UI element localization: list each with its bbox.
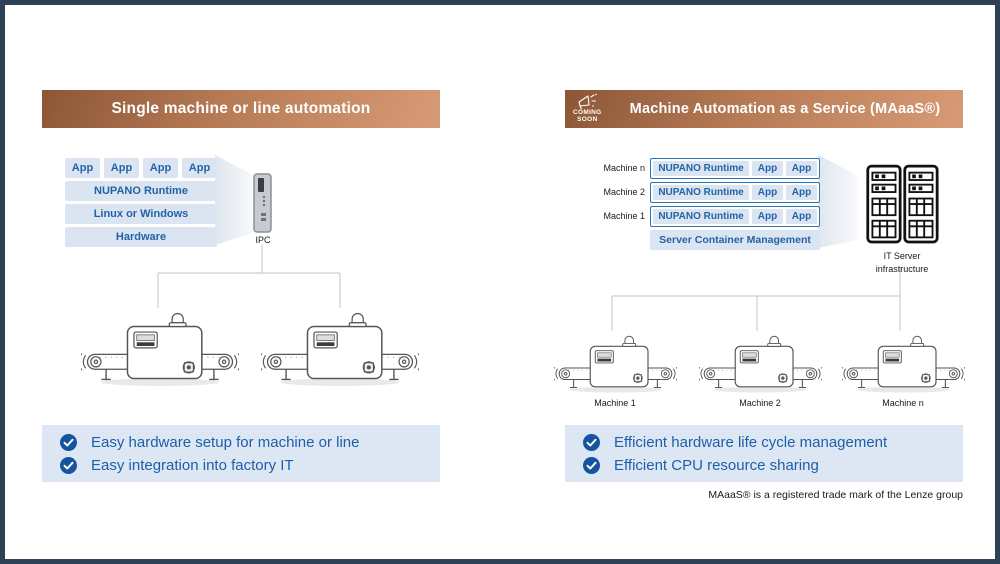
ipc-icon [253,173,272,233]
connector-lines [157,155,901,331]
row-label: Machine n [603,163,645,173]
machine-row: NUPANO Runtime App App [650,182,820,203]
layer-hardware: Hardware [65,227,217,247]
machine-icon [261,312,419,387]
row-cell-app: App [786,209,817,224]
machine-row: NUPANO Runtime App App [650,206,820,227]
row-cell-app: App [786,161,817,176]
server-label-line2: infrastructure [875,264,929,274]
check-icon [583,456,600,474]
app-box: App [143,158,178,178]
machine-icon [699,335,822,394]
left-benefits-box: Easy hardware setup for machine or line … [42,425,440,482]
app-box: App [65,158,100,178]
machine-label: Machine 1 [594,398,636,408]
row-cell-app: App [752,185,783,200]
row-cell-app: App [786,185,817,200]
check-icon [583,433,600,451]
row-cell-app: App [752,161,783,176]
row-cell-runtime: NUPANO Runtime [653,185,749,200]
machine-label: Machine n [882,398,924,408]
right-funnel-shape [818,155,857,248]
machine-row: NUPANO Runtime App App [650,158,820,179]
server-container-management: Server Container Management [650,230,820,250]
machine-icon [842,335,965,394]
layer-nupano-runtime: NUPANO Runtime [65,181,217,201]
row-cell-runtime: NUPANO Runtime [653,209,749,224]
right-panel-banner: COMING SOON Machine Automation as a Serv… [565,90,963,128]
left-funnel-shape [215,155,253,245]
badge-text: SOON [577,116,598,123]
benefit-text: Easy integration into factory IT [91,456,294,474]
row-cell-app: App [752,209,783,224]
badge-text: COMING [573,109,602,116]
left-panel-title: Single machine or line automation [111,100,371,117]
megaphone-icon [578,93,598,109]
benefit-item: Easy hardware setup for machine or line [60,433,440,451]
benefit-item: Efficient CPU resource sharing [583,456,963,474]
app-box: App [104,158,139,178]
right-benefits-box: Efficient hardware life cycle management… [565,425,963,482]
row-label: Machine 2 [603,187,645,197]
app-box: App [182,158,217,178]
row-label: Machine 1 [603,211,645,221]
left-panel-banner: Single machine or line automation [42,90,440,128]
machine-icon [81,312,239,387]
coming-soon-badge: COMING SOON [573,93,602,123]
server-label: IT Server infrastructure [860,250,944,276]
ipc-label: IPC [255,235,271,245]
check-icon [60,433,77,451]
server-label-line1: IT Server [883,251,921,261]
benefit-text: Easy hardware setup for machine or line [91,433,360,451]
right-panel-title: Machine Automation as a Service (MAaaS®) [629,101,941,117]
trademark-footnote: MAaaS® is a registered trade mark of the… [708,489,963,501]
it-server-icon [866,164,939,244]
row-cell-runtime: NUPANO Runtime [653,161,749,176]
layer-os: Linux or Windows [65,204,217,224]
machine-icon [554,335,677,394]
benefit-item: Easy integration into factory IT [60,456,440,474]
check-icon [60,456,77,474]
benefit-item: Efficient hardware life cycle management [583,433,963,451]
benefit-text: Efficient CPU resource sharing [614,456,819,474]
left-app-row: App App App App [65,158,217,178]
benefit-text: Efficient hardware life cycle management [614,433,888,451]
machine-label: Machine 2 [739,398,781,408]
